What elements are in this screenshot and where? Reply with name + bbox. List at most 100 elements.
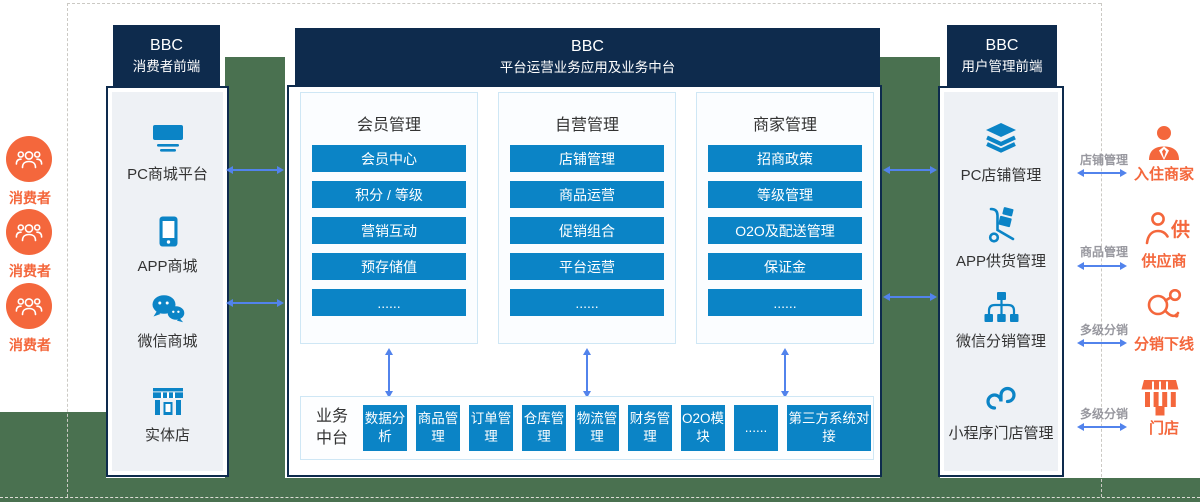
app-supply-icon — [983, 206, 1019, 244]
panel-button: ...... — [708, 289, 862, 316]
arrow-middle-rightcolumn — [883, 166, 937, 174]
arrow-rightcolumn-merchant — [1077, 169, 1127, 177]
merchant-label: 入住商家 — [1133, 166, 1194, 183]
merchant-icon — [1146, 124, 1182, 162]
middle-header-line2: 平台运营业务应用及业务中台 — [499, 60, 676, 76]
panel-title: 会员管理 — [356, 117, 421, 134]
hub-module: 物流管理 — [575, 405, 619, 451]
arrow-panel-hub — [583, 348, 591, 398]
dashed-line-left — [67, 3, 68, 497]
arrow-rightcolumn-distributor — [1077, 339, 1127, 347]
consumer-label: 消费者 — [9, 263, 51, 279]
consumer-avatar — [6, 283, 52, 329]
panel-merchant-management: 商家管理 招商政策 等级管理 O2O及配送管理 保证金 ...... — [696, 92, 874, 344]
wechat-distribution-icon — [983, 290, 1019, 324]
consumer-avatar — [6, 136, 52, 182]
consumers-group-icon — [15, 151, 43, 169]
consumer-avatar — [6, 209, 52, 255]
panel-self-operation-management: 自营管理 店铺管理 商品运营 促销组合 平台运营 ...... — [498, 92, 676, 344]
dashed-line-bottom — [0, 497, 1200, 498]
panel-button: O2O及配送管理 — [708, 217, 862, 244]
panel-title: 商家管理 — [752, 117, 817, 134]
relation-label: 多级分销 — [1079, 407, 1128, 421]
hub-module: 第三方系统对接 — [787, 405, 871, 451]
supplier-icon: 供 — [1142, 210, 1192, 246]
panel-button: ...... — [312, 289, 466, 316]
panel-member-management: 会员管理 会员中心 积分 / 等级 营销互动 预存储值 ...... — [300, 92, 478, 344]
left-item-label: 微信商城 — [137, 333, 198, 350]
hub-module: 仓库管理 — [522, 405, 566, 451]
left-column-header: BBC 消费者前端 — [113, 25, 220, 86]
app-mall-icon — [150, 214, 186, 248]
supplier-icon-char: 供 — [1170, 219, 1190, 241]
miniprogram-store-icon — [983, 380, 1019, 418]
panel-button: 等级管理 — [708, 181, 862, 208]
background-band-right-gap — [880, 57, 940, 502]
arrow-panel-hub — [385, 348, 393, 398]
relation-label: 店铺管理 — [1079, 153, 1128, 167]
supplier-label: 供应商 — [1141, 253, 1187, 270]
hub-module: ...... — [734, 405, 778, 451]
middle-header: BBC 平台运营业务应用及业务中台 — [295, 28, 880, 85]
panel-button: 预存储值 — [312, 253, 466, 280]
distributor-label: 分销下线 — [1133, 336, 1194, 353]
panel-button: 保证金 — [708, 253, 862, 280]
arrow-middle-rightcolumn — [883, 293, 937, 301]
right-header-line1: BBC — [985, 37, 1019, 55]
background-band-bottom — [0, 478, 1200, 502]
relation-label: 多级分销 — [1079, 323, 1128, 337]
hub-module: 数据分析 — [363, 405, 407, 451]
right-header-line2: 用户管理前端 — [961, 59, 1043, 75]
dashed-line-right — [1101, 3, 1102, 497]
middle-header-line1: BBC — [571, 38, 604, 56]
left-item-label: APP商城 — [137, 258, 198, 275]
store-label: 门店 — [1148, 420, 1179, 437]
arrow-leftcolumn-middle — [226, 299, 284, 307]
consumers-group-icon — [15, 298, 43, 316]
hub-module: 订单管理 — [469, 405, 513, 451]
right-item-label: PC店铺管理 — [960, 167, 1042, 184]
left-item-label: 实体店 — [144, 427, 190, 444]
background-band-left-gap — [225, 57, 285, 502]
consumers-group-icon — [15, 224, 43, 242]
physical-store-icon — [150, 386, 186, 418]
panel-button: 招商政策 — [708, 145, 862, 172]
hub-module: O2O模块 — [681, 405, 725, 451]
arrow-rightcolumn-store — [1077, 423, 1127, 431]
pc-mall-icon — [150, 122, 186, 154]
arrow-panel-hub — [781, 348, 789, 398]
business-hub-label-line2: 中台 — [315, 430, 348, 447]
hub-module: 财务管理 — [628, 405, 672, 451]
panel-button: 会员中心 — [312, 145, 466, 172]
consumer-label: 消费者 — [9, 337, 51, 353]
left-item-label: PC商城平台 — [127, 166, 208, 183]
pc-shop-icon — [983, 120, 1019, 154]
panel-button: 促销组合 — [510, 217, 664, 244]
relation-label: 商品管理 — [1079, 245, 1128, 259]
left-header-line2: 消费者前端 — [132, 59, 201, 75]
panel-button: ...... — [510, 289, 664, 316]
right-column-header: BBC 用户管理前端 — [947, 25, 1057, 86]
consumer-label: 消费者 — [9, 190, 51, 206]
business-hub-label-line1: 业务 — [315, 407, 348, 425]
panel-button: 营销互动 — [312, 217, 466, 244]
wechat-mall-icon — [150, 292, 186, 324]
right-item-label: 微信分销管理 — [955, 333, 1046, 350]
panel-button: 商品运营 — [510, 181, 664, 208]
hub-module: 商品管理 — [416, 405, 460, 451]
arrow-leftcolumn-middle — [226, 166, 284, 174]
right-item-label: APP供货管理 — [955, 253, 1046, 270]
panel-title: 自营管理 — [554, 117, 619, 134]
arrow-rightcolumn-supplier — [1077, 262, 1127, 270]
panel-button: 店铺管理 — [510, 145, 664, 172]
right-item-label: 小程序门店管理 — [948, 425, 1054, 442]
store-icon — [1140, 378, 1180, 416]
panel-button: 平台运营 — [510, 253, 664, 280]
panel-button: 积分 / 等级 — [312, 181, 466, 208]
business-hub: 业务 中台 数据分析 商品管理 订单管理 仓库管理 物流管理 财务管理 O2O模… — [300, 396, 874, 460]
left-header-line1: BBC — [150, 37, 183, 55]
dashed-line-top — [67, 3, 1101, 4]
background-band-bottom-left — [0, 412, 106, 502]
distributor-icon — [1144, 288, 1184, 326]
